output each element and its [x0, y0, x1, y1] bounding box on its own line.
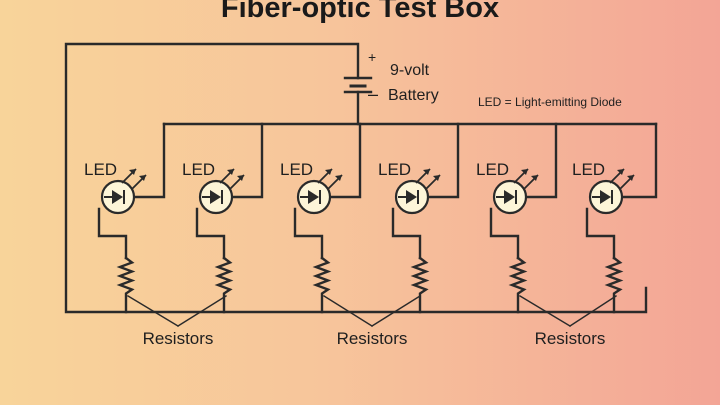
resistor-3	[312, 256, 332, 314]
diode-symbol	[600, 190, 611, 204]
led-to-resistor-wire	[391, 207, 422, 260]
led-branch-1: LED	[84, 122, 166, 314]
light-emission-arrowhead	[139, 175, 146, 181]
light-emission-arrowhead	[335, 175, 342, 181]
led-supply-wire	[426, 122, 460, 199]
led-to-resistor-wire	[489, 207, 520, 260]
led-branch-5: LED	[476, 122, 558, 314]
led-to-resistor-wire	[293, 207, 324, 260]
light-emission-arrowhead	[227, 169, 234, 175]
resistor-4	[410, 256, 430, 314]
led-units: LED LED LED LED LED LED	[84, 122, 658, 314]
light-emission-arrowhead	[617, 169, 624, 175]
diode-symbol	[504, 190, 515, 204]
light-emission-arrowhead	[237, 175, 244, 181]
resistor-callout-lines	[127, 295, 617, 327]
light-emission-arrowhead	[433, 175, 440, 181]
led-supply-wire	[132, 122, 166, 199]
led-label-1: LED	[84, 160, 117, 179]
diode-symbol	[406, 190, 417, 204]
led-to-resistor-wire	[585, 207, 616, 260]
resistors-label-2: Resistors	[337, 329, 408, 348]
light-emission-arrowhead	[627, 175, 634, 181]
resistors-label-3: Resistors	[535, 329, 606, 348]
led-branch-4: LED	[378, 122, 460, 314]
led-supply-wire	[230, 122, 264, 199]
led-label-5: LED	[476, 160, 509, 179]
led-branch-6: LED	[572, 122, 658, 314]
resistor-6	[604, 256, 624, 314]
led-supply-wire	[328, 122, 362, 199]
led-label-2: LED	[182, 160, 215, 179]
led-legend: LED = Light-emitting Diode	[478, 95, 622, 109]
resistor-5	[508, 256, 528, 314]
led-to-resistor-wire	[97, 207, 128, 260]
led-label-6: LED	[572, 160, 605, 179]
diagram-title: Fiber-optic Test Box	[220, 0, 500, 24]
light-emission-arrowhead	[423, 169, 430, 175]
circuit-wires	[64, 42, 658, 314]
battery-symbol: + – 9-volt Battery	[343, 49, 439, 104]
light-emission-arrowhead	[129, 169, 136, 175]
led-branch-2: LED	[182, 122, 264, 314]
led-to-resistor-wire	[195, 207, 226, 260]
battery-minus-sign: –	[368, 84, 378, 104]
resistors-label-1: Resistors	[143, 329, 214, 348]
led-label-4: LED	[378, 160, 411, 179]
led-label-3: LED	[280, 160, 313, 179]
led-supply-wire	[620, 122, 658, 199]
battery-label-line1: 9-volt	[390, 62, 430, 79]
led-branch-3: LED	[280, 122, 362, 314]
resistor-2	[214, 256, 234, 314]
led-supply-wire	[524, 122, 558, 199]
light-emission-arrowhead	[325, 169, 332, 175]
light-emission-arrowhead	[531, 175, 538, 181]
battery-label-line2: Battery	[388, 87, 439, 104]
diode-symbol	[210, 190, 221, 204]
diode-symbol	[112, 190, 123, 204]
resistor-1	[116, 256, 136, 314]
diode-symbol	[308, 190, 319, 204]
light-emission-arrowhead	[521, 169, 528, 175]
outer-loop-wire	[64, 42, 648, 314]
battery-plus-sign: +	[368, 49, 376, 65]
